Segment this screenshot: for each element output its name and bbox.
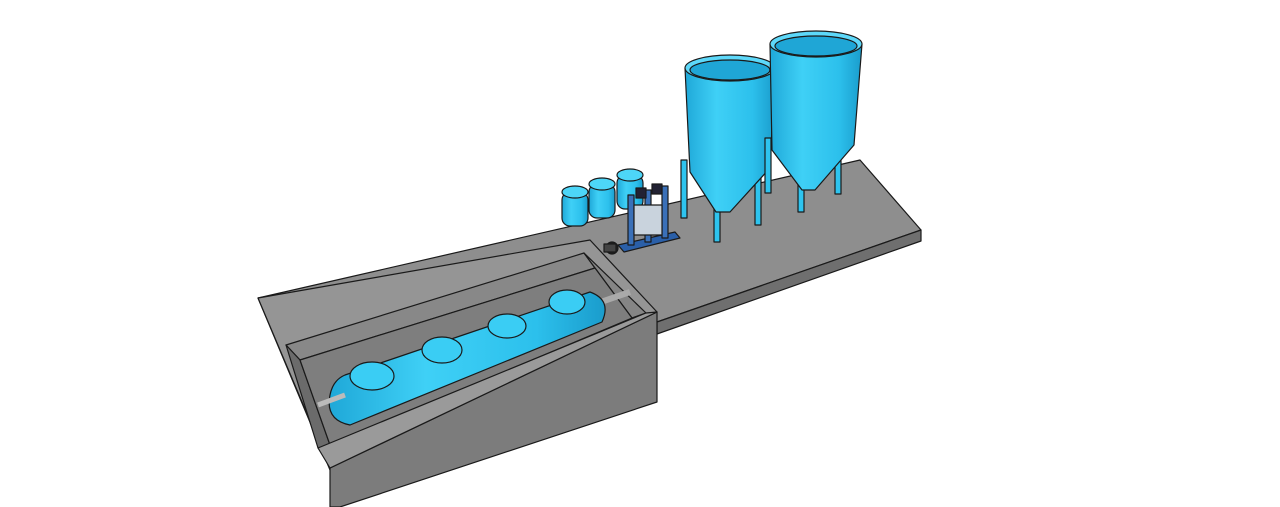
control-rack (617, 183, 681, 253)
filter-vessel (588, 177, 616, 219)
silo-tank-right (764, 30, 863, 213)
tank-inlet-pipe (317, 392, 346, 408)
tank-body (328, 291, 606, 426)
tank-manholes (349, 289, 586, 391)
filter-vessel (616, 168, 644, 210)
horizontal-storage-tank (317, 289, 631, 426)
silo-tank-left (680, 54, 791, 243)
pit-front-lip (317, 311, 658, 469)
pump (603, 241, 619, 255)
filter-vessels (561, 168, 644, 227)
filter-vessel (561, 185, 589, 227)
